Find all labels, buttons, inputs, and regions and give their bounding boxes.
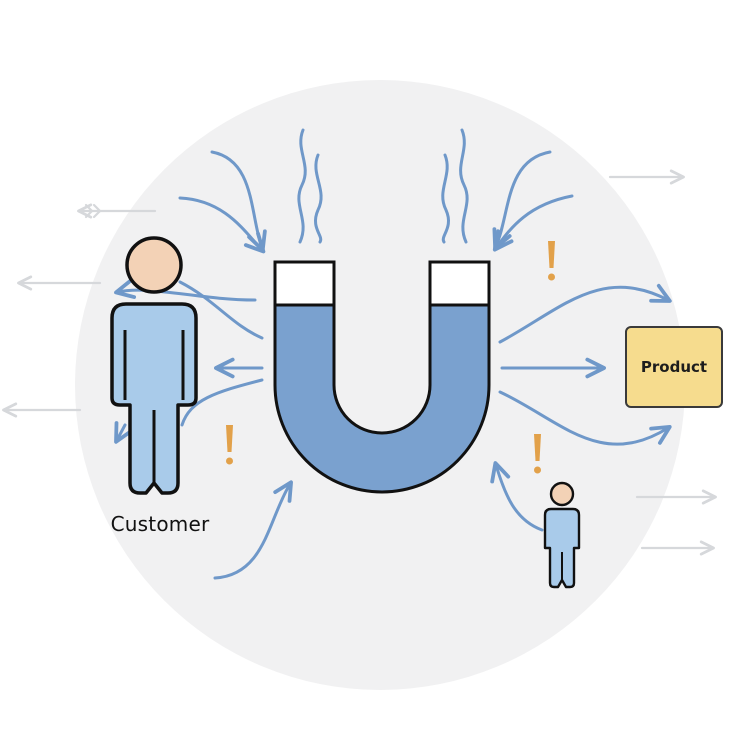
magnet-icon	[273, 260, 491, 494]
wave-left-2	[314, 153, 323, 244]
customer-label: Customer	[110, 512, 210, 536]
arrow-customer-to-magnet	[178, 280, 264, 340]
wave-left-1	[297, 128, 307, 244]
product-label: Product	[640, 358, 708, 376]
arrow-customer-leg	[114, 421, 134, 444]
exclamation-icon	[534, 434, 541, 474]
exclamation-icon	[226, 425, 233, 465]
product-box: Product	[625, 326, 723, 408]
arrow-out-to-customer	[114, 278, 257, 302]
customer-head	[125, 236, 183, 294]
wave-right-2	[441, 153, 450, 244]
arrow-left-lower	[180, 378, 264, 427]
arrow-bottom-left	[213, 480, 293, 580]
field-waves	[297, 128, 469, 244]
exclamation-icons	[226, 241, 555, 474]
small-person-head	[549, 481, 575, 507]
magnet-left-pole	[273, 260, 336, 307]
gray-arrow-top-left-tick	[84, 203, 102, 219]
outer-gray-arrows	[2, 169, 717, 556]
arrow-in-top-right-2	[492, 194, 574, 252]
arrow-in-top-left-2	[178, 196, 266, 254]
wave-right-1	[459, 128, 469, 244]
arrow-to-product-lower	[498, 390, 672, 446]
magnet-right-pole	[428, 260, 491, 307]
background-circle	[75, 80, 685, 690]
arrow-small-person-in	[490, 461, 544, 532]
exclamation-icon	[548, 241, 555, 281]
arrow-to-product-upper	[498, 283, 672, 344]
customer-person-icon	[110, 236, 198, 495]
attraction-arrows	[114, 150, 672, 580]
small-person-body	[543, 507, 581, 589]
magnet-body	[273, 303, 491, 494]
small-person-icon	[543, 481, 581, 589]
customer-body	[110, 302, 198, 495]
